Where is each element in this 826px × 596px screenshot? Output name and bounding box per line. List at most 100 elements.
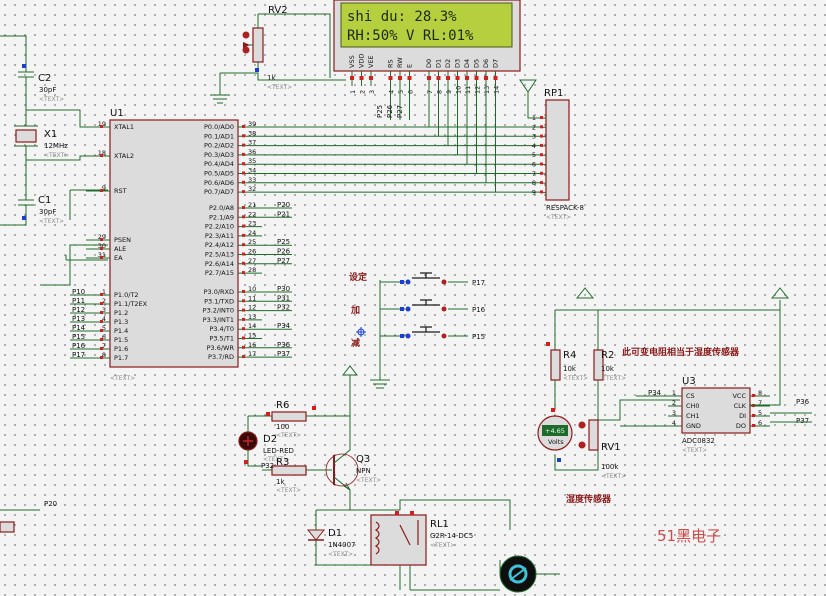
- lcd-pin-label: VDD: [358, 54, 366, 68]
- u1-left-marker: [100, 293, 103, 296]
- x1-crystal[interactable]: X1 12MHz <TEXT>: [0, 110, 108, 161]
- q3-transistor[interactable]: Q3 NPN <TEXT>: [325, 440, 381, 510]
- u3-right-pin-number: 7: [758, 399, 762, 407]
- lcd-pin-label: D1: [435, 59, 443, 68]
- u1-right-net: P20: [277, 201, 290, 209]
- button-contact: [441, 306, 447, 312]
- button-actuator[interactable]: [412, 272, 440, 279]
- u1-left-net: P17: [72, 351, 85, 359]
- u1-right-pin-name: P3.3/INT1: [203, 316, 234, 324]
- lcd-pin-number: 9: [445, 90, 453, 94]
- rv2-text-tag: <TEXT>: [267, 84, 292, 91]
- c1-text-tag: <TEXT>: [39, 218, 64, 225]
- u1-right-pin-number: 23: [248, 220, 256, 228]
- voltmeter[interactable]: +4.65 Volts: [537, 408, 573, 462]
- u1-right-marker: [242, 327, 245, 331]
- r3-resistor[interactable]: P32 R3 1k <TEXT>: [261, 457, 332, 494]
- u1-right-pin-name: P2.7/A15: [205, 269, 234, 277]
- u3-left-pin-number: 3: [672, 409, 676, 417]
- rp1-pin-marker: [540, 125, 543, 129]
- u3-left-pin-name: CS: [686, 392, 695, 400]
- r6-resistor[interactable]: R6 100 <TEXT>: [248, 400, 350, 439]
- c1-capacitor[interactable]: C1 30pF <TEXT>: [0, 160, 64, 226]
- u1-right-net: P34: [277, 322, 291, 330]
- lcd-pin-number: 4: [388, 90, 396, 94]
- u1-left-pin-number: 9: [102, 184, 106, 192]
- d1-value: 1N4007: [328, 541, 356, 549]
- lcd-pin-marker: [484, 76, 488, 80]
- lcd-module[interactable]: shi du: 28.3% RH:50% V RL:01% VSS1VDD2VE…: [333, 0, 521, 94]
- u1-left-pin-name: P1.5: [114, 336, 128, 344]
- lcd-pin-marker: [455, 76, 460, 80]
- u1-right-pin-name: P0.0/AD0: [204, 123, 234, 131]
- r3-text-tag: <TEXT>: [276, 487, 301, 494]
- rv1-text-tag: <TEXT>: [601, 473, 626, 480]
- lcd-pin-number: 2: [359, 90, 367, 94]
- u1-left-marker: [100, 329, 103, 332]
- r6-ref: R6: [276, 400, 289, 411]
- u1-left-marker: [100, 356, 103, 359]
- d2-led[interactable]: D2 LED-RED <TEXT>: [238, 416, 294, 467]
- lcd-pin-label: D0: [425, 59, 433, 68]
- c2-ref: C2: [38, 73, 51, 84]
- u1-right-marker: [242, 345, 245, 349]
- button-contact: [405, 333, 411, 339]
- rp1-pin-marker: [540, 171, 543, 175]
- lcd-pin-label: VSS: [348, 55, 356, 68]
- lcd-pin-number: 10: [455, 86, 463, 94]
- u1-left-net: P14: [72, 324, 86, 332]
- rp1-pin-marker: [540, 116, 543, 119]
- u3-right-pin-name: VCC: [732, 392, 746, 400]
- button-actuator[interactable]: [412, 299, 440, 306]
- u1-right-marker: [242, 215, 245, 219]
- rl1-relay[interactable]: RL1 G2R-14-DC5 <TEXT>: [370, 511, 473, 566]
- u1-right-pin-number: 14: [248, 322, 256, 330]
- u1-left-pin-number: 18: [98, 149, 106, 157]
- u1-right-pin-name: P2.3/A11: [205, 232, 234, 240]
- u3-right-marker: [752, 394, 755, 397]
- c2-capacitor[interactable]: C2 30pF <TEXT>: [0, 35, 108, 128]
- watermark: 51黑电子: [657, 527, 721, 545]
- u1-left-marker: [100, 154, 103, 157]
- button-actuator[interactable]: [412, 326, 440, 333]
- rp1-pin-number: 7: [532, 170, 536, 178]
- rp1-pin-marker: [540, 134, 543, 138]
- u1-left-pin-number: 3: [102, 306, 106, 314]
- d1-diode[interactable]: D1 1N4007 <TEXT>: [306, 520, 356, 558]
- button-label: 加: [350, 304, 360, 316]
- rv1-potentiometer[interactable]: RV1 100k <TEXT>: [578, 419, 627, 480]
- motor-fan[interactable]: [499, 555, 537, 593]
- u1-right-pin-number: 11: [248, 294, 256, 302]
- u1-left-marker: [100, 247, 103, 250]
- lcd-pin-number: 14: [493, 86, 501, 94]
- u1-right-marker: [242, 336, 245, 340]
- u1-right-pin-name: P0.3/AD3: [204, 151, 234, 159]
- u1-text-tag: <TEXT>: [110, 375, 135, 382]
- c1-value: 30pF: [39, 208, 56, 216]
- x1-value: 12MHz: [44, 142, 68, 150]
- u1-right-net: P37: [277, 350, 290, 358]
- rv2-potentiometer[interactable]: RV2 1k <TEXT>: [242, 5, 293, 91]
- annotation-sensor-note: 湿度传感器: [566, 493, 612, 505]
- u3-right-marker: [752, 424, 755, 427]
- r4-resistor[interactable]: R4 10k <TEXT>: [546, 342, 588, 382]
- u1-right-pin-name: P2.6/A14: [205, 260, 234, 268]
- u1-right-pin-number: 24: [248, 229, 256, 237]
- u1-left-pin-name: P1.2: [114, 309, 128, 317]
- lcd-pin-marker: [427, 76, 431, 80]
- button-contact: [405, 306, 411, 312]
- r2-ref: R2: [601, 350, 614, 361]
- u1-right-marker: [242, 152, 245, 156]
- u1-right-pin-name: P3.2/INT0: [203, 307, 234, 315]
- power-arrow-top: [575, 287, 595, 299]
- voltmeter-unit: Volts: [548, 438, 564, 446]
- lcd-pin-label: RW: [396, 57, 404, 68]
- u1-left-net: P12: [72, 306, 85, 314]
- rp1-pin-number: 6: [532, 161, 536, 169]
- u3-left-pin-number: 4: [672, 419, 676, 427]
